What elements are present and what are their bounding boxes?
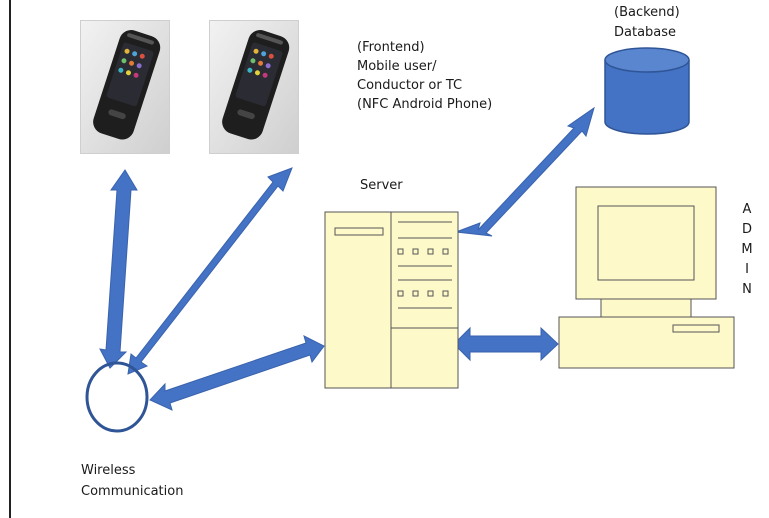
frontend-label: (Frontend) Mobile user/ Conductor or TC …: [357, 40, 493, 112]
computer-icon: [558, 186, 735, 369]
server-label: Server: [360, 178, 403, 193]
arrow-wireless-server: [149, 335, 325, 411]
phone-icon: [210, 21, 298, 153]
admin-label: A D M I N: [741, 202, 753, 297]
wireless-circle-icon: [85, 361, 149, 433]
arrow-phone1-wireless: [99, 169, 138, 369]
arrow-phone2-wireless: [127, 167, 293, 375]
arrow-server-admin: [453, 326, 559, 362]
wireless-label: Wireless Communication: [81, 463, 184, 499]
phone-icon: [81, 21, 169, 153]
phone-image-2: [209, 20, 299, 154]
server-icon: [324, 211, 459, 389]
diagram-frame: [9, 0, 769, 518]
database-label: (Backend) Database: [614, 5, 680, 40]
arrow-server-database: [455, 106, 595, 237]
phone-image-1: [80, 20, 170, 154]
database-icon: [604, 47, 690, 135]
